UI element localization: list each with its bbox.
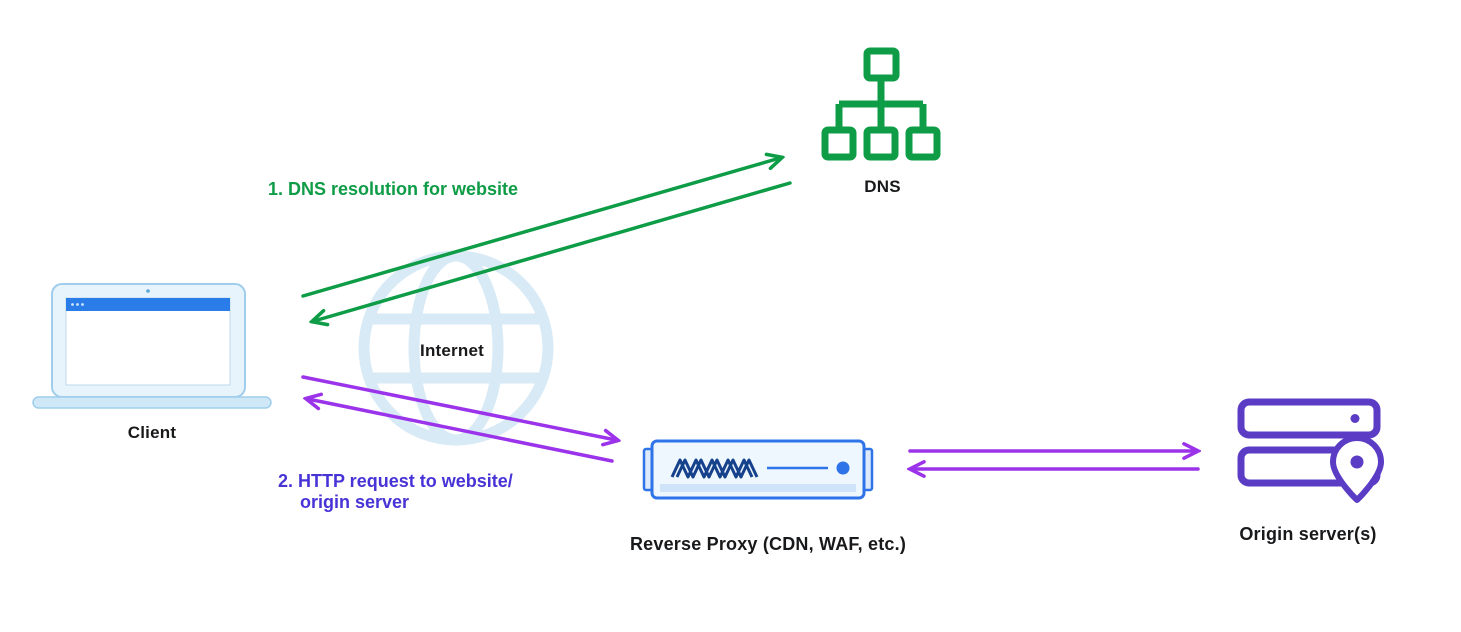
dns-tree-icon: [821, 47, 941, 161]
step1-annotation: 1. DNS resolution for website: [268, 179, 519, 199]
client-label: Client: [127, 423, 177, 442]
proxy-origin-arrows: [910, 451, 1198, 469]
origin-servers-icon: [1237, 398, 1384, 503]
origin-server-label: Origin server(s): [1239, 524, 1377, 544]
globe-icon: [358, 250, 554, 446]
internet-label: Internet: [420, 341, 484, 360]
client-dns-arrows: [301, 158, 792, 321]
step2-line2: origin server: [300, 492, 410, 512]
laptop-icon: [32, 283, 272, 409]
location-pin-icon: [1330, 435, 1384, 503]
reverse-proxy-label: Reverse Proxy (CDN, WAF, etc.): [629, 534, 907, 554]
step2-line1: 2. HTTP request to website/: [278, 471, 513, 491]
dns-label: DNS: [864, 177, 901, 196]
proxy-server-icon: [642, 439, 874, 500]
client-proxy-arrows: [301, 375, 616, 463]
step2-annotation: 2. HTTP request to website/ origin serve…: [278, 471, 513, 513]
